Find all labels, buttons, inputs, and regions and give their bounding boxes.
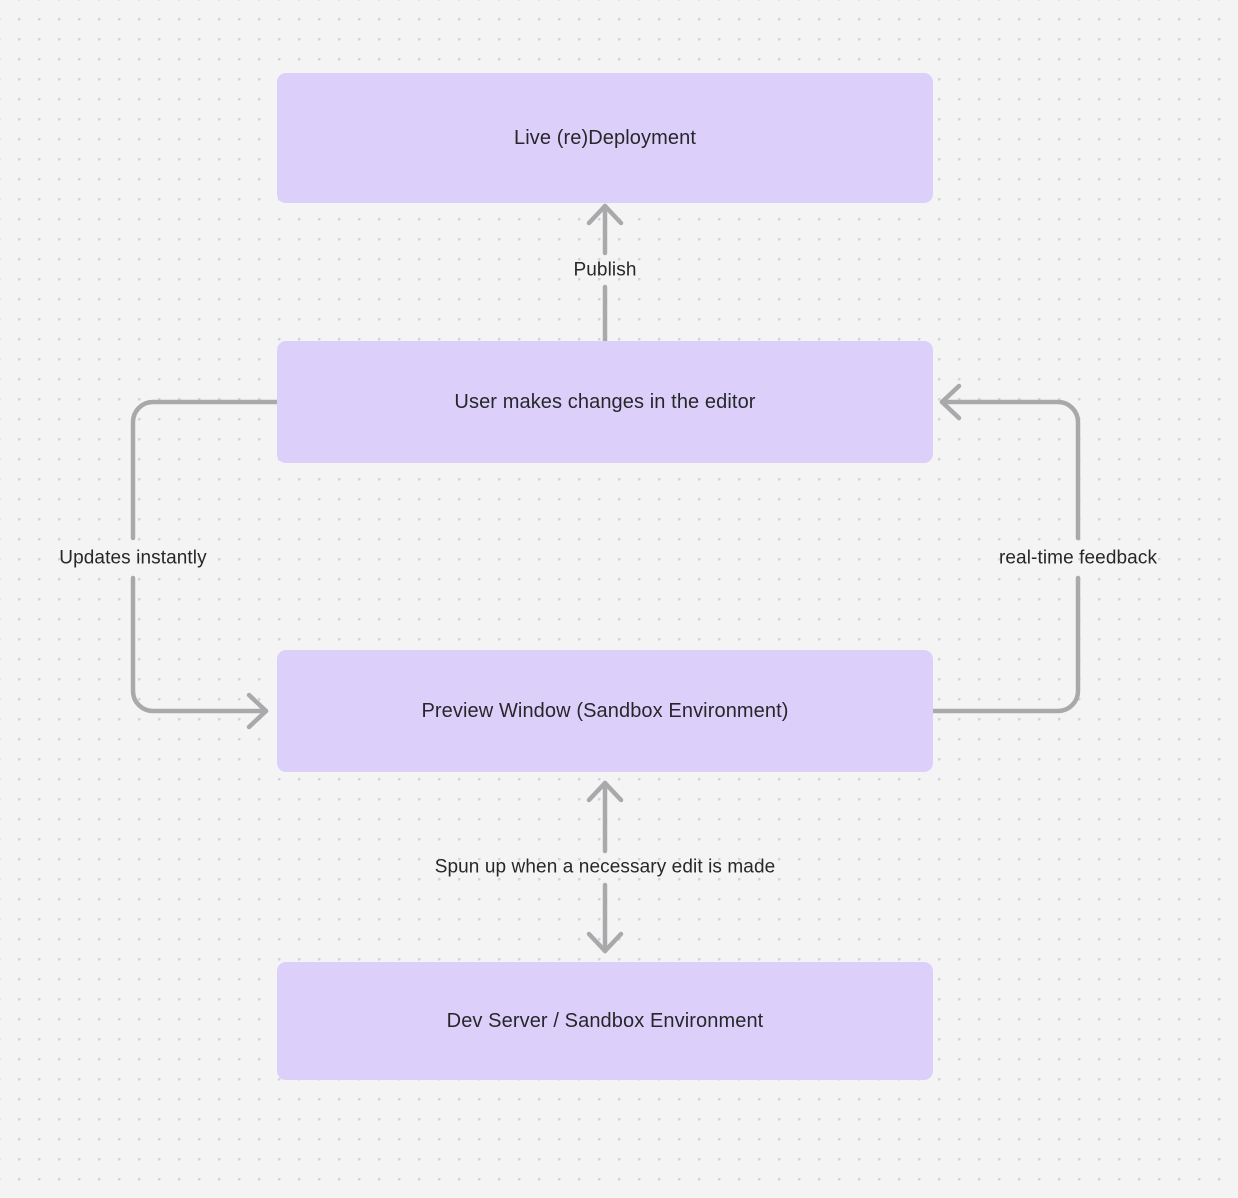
edge-real-time-feedback — [930, 383, 1081, 714]
node-label: Live (re)Deployment — [514, 127, 696, 149]
node-live-deployment[interactable]: Live (re)Deployment — [277, 73, 933, 203]
edge-label-publish: Publish — [573, 259, 637, 281]
node-label: Dev Server / Sandbox Environment — [446, 1010, 764, 1032]
edge-publish — [586, 203, 624, 344]
node-label: Preview Window (Sandbox Environment) — [421, 700, 789, 722]
node-user-edits[interactable]: User makes changes in the editor — [277, 341, 933, 463]
node-dev-server[interactable]: Dev Server / Sandbox Environment — [277, 962, 933, 1080]
edge-label-updates-instantly: Updates instantly — [59, 547, 207, 569]
edge-label-spun-up: Spun up when a necessary edit is made — [434, 856, 776, 878]
edge-label-real-time-feedback: real-time feedback — [998, 547, 1158, 569]
node-preview-window[interactable]: Preview Window (Sandbox Environment) — [277, 650, 933, 772]
node-label: User makes changes in the editor — [454, 391, 756, 413]
edge-updates-instantly — [130, 399, 280, 730]
edge-spun-up — [586, 780, 624, 954]
